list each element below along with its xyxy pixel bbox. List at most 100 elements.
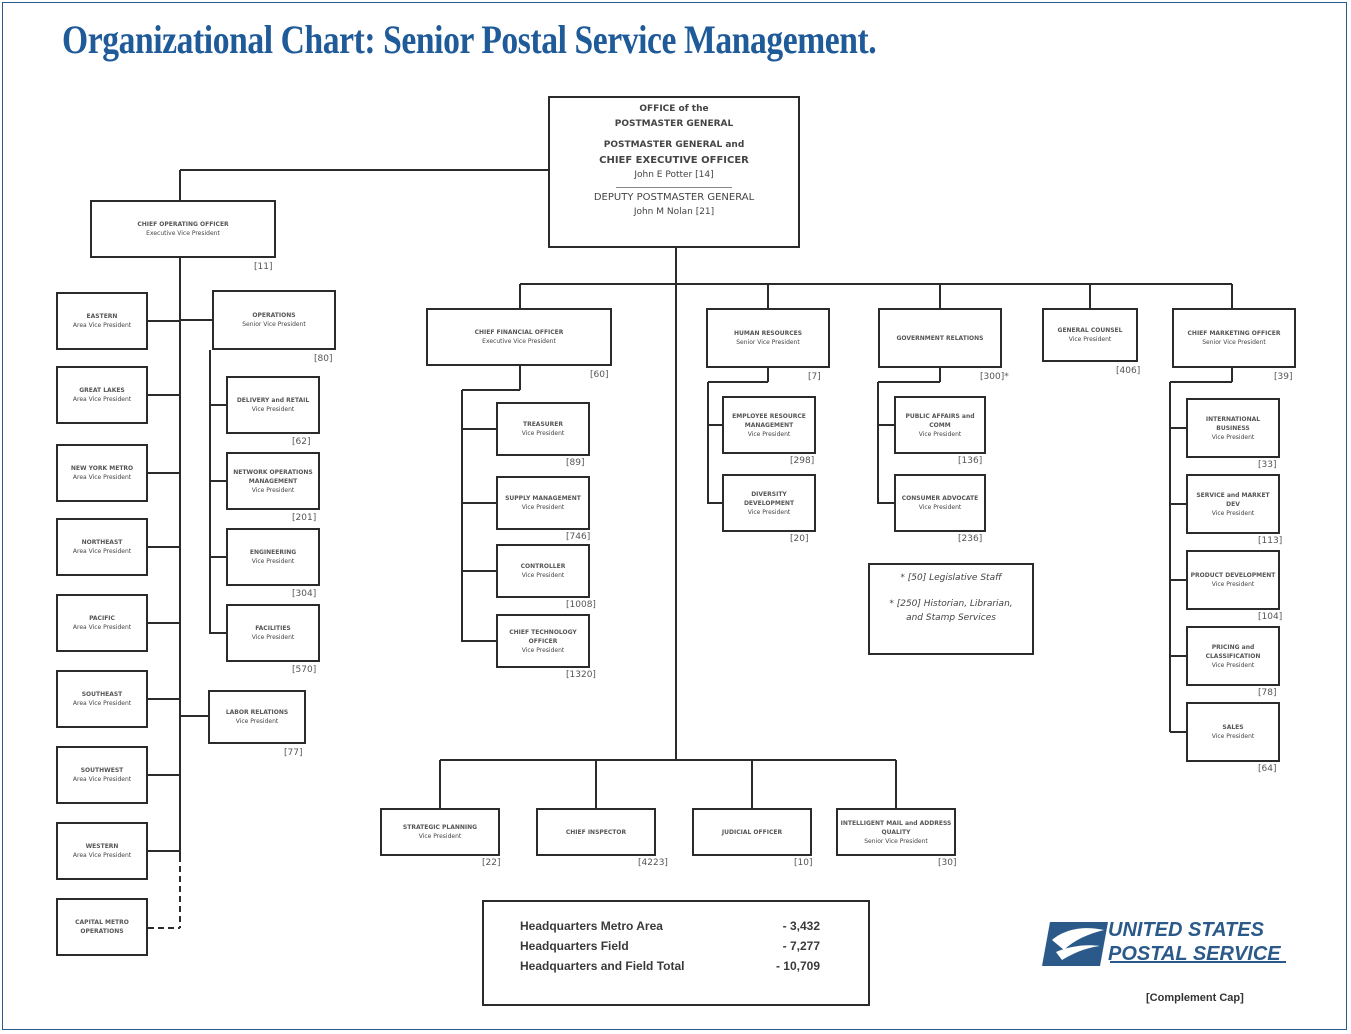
box-subtitle: Vice President: [918, 430, 962, 438]
coo-box: CHIEF OPERATING OFFICER Executive Vice Pr…: [90, 200, 276, 258]
pmg-line6: DEPUTY POSTMASTER GENERAL: [593, 192, 755, 203]
box-title: LABOR RELATIONS: [225, 709, 289, 716]
box-title: HUMAN RESOURCES: [733, 330, 803, 337]
box-title: CHIEF INSPECTOR: [565, 828, 627, 836]
pmg-line3: POSTMASTER GENERAL and: [603, 140, 745, 150]
pmg-line1: OFFICE of the: [639, 104, 709, 114]
counsel-count: [406]: [1116, 366, 1141, 376]
box-title: NEW YORK METRO: [70, 465, 134, 472]
box-subtitle: Vice President: [747, 508, 791, 516]
box-title: JUDICIAL OFFICER: [721, 828, 783, 836]
box-title: SOUTHEAST: [81, 691, 123, 698]
labor-count: [77]: [284, 748, 303, 758]
box-subtitle: Vice President: [1211, 581, 1255, 588]
note-line2: * [250] Historian, Librarian, and Stamp …: [889, 599, 1013, 623]
headcount-label: [113]: [1258, 536, 1283, 546]
box-title: PUBLIC AFFAIRS and COMM: [905, 412, 975, 429]
box-title: WESTERN: [85, 843, 119, 850]
totals-row: Headquarters and Field Total - 10,709: [520, 956, 868, 976]
box-subtitle: Vice President: [418, 833, 462, 840]
box-subtitle: Executive Vice President: [482, 338, 556, 345]
ops-count: [80]: [314, 354, 333, 364]
box-title: CONTROLLER: [520, 563, 566, 570]
area-box: NEW YORK METRO Area Vice President: [56, 444, 148, 502]
logo-line2: POSTAL SERVICE: [1108, 943, 1281, 965]
totals-label: Headquarters Metro Area: [520, 919, 663, 933]
headcount-label: [22]: [482, 858, 501, 868]
box-title: TREASURER: [523, 421, 563, 428]
cmo-count: [39]: [1274, 372, 1293, 382]
box-subtitle: Area Vice President: [72, 322, 132, 329]
box-subtitle: Area Vice President: [72, 548, 132, 555]
bottom-box: JUDICIAL OFFICER: [692, 808, 812, 856]
box-subtitle: Vice President: [1211, 509, 1255, 517]
headcount-label: [570]: [292, 665, 317, 675]
box-subtitle: Area Vice President: [72, 700, 132, 707]
box-subtitle: Vice President: [251, 634, 295, 641]
totals-value: - 3,432: [782, 919, 820, 933]
totals-label: Headquarters Field: [520, 939, 629, 953]
headcount-label: [104]: [1258, 612, 1283, 622]
box-title: GENERAL COUNSEL: [1057, 327, 1123, 334]
box-subtitle: Vice President: [251, 486, 295, 494]
totals-value: - 10,709: [775, 959, 820, 973]
box-title: OPERATIONS: [252, 312, 296, 319]
coo-count: [11]: [254, 262, 273, 272]
headcount-label: [136]: [958, 456, 983, 466]
box-subtitle: Vice President: [1211, 661, 1255, 669]
headcount-label: [30]: [938, 858, 957, 868]
box-title: ENGINEERING: [249, 549, 297, 556]
box-subtitle: Vice President: [1068, 336, 1112, 343]
box-title: EASTERN: [86, 313, 118, 320]
box-title: DIVERSITY DEVELOPMENT: [743, 490, 795, 507]
ops-box: OPERATIONS Senior Vice President: [212, 290, 336, 350]
pmg-line7: John M Nolan [21]: [633, 207, 715, 217]
box-subtitle: Senior Vice President: [242, 321, 306, 328]
box-title: CHIEF OPERATING OFFICER: [137, 221, 229, 228]
headcount-label: [201]: [292, 513, 317, 523]
box-title: DELIVERY and RETAIL: [236, 397, 310, 404]
box-subtitle: Executive Vice President: [146, 230, 220, 237]
box-subtitle: Vice President: [521, 646, 565, 654]
headcount-label: [20]: [790, 534, 809, 544]
box-subtitle: Area Vice President: [72, 474, 132, 481]
cfo-child-box: SUPPLY MANAGEMENT Vice President: [496, 476, 590, 530]
box-title: SUPPLY MANAGEMENT: [505, 495, 581, 502]
box-subtitle: Area Vice President: [72, 396, 132, 403]
box-title: FACILITIES: [255, 625, 291, 632]
pmg-box: OFFICE of the POSTMASTER GENERAL POSTMAS…: [548, 96, 800, 248]
box-subtitle: Senior Vice President: [736, 339, 800, 346]
box-title: NETWORK OPERATIONS MANAGEMENT: [233, 468, 313, 485]
area-box: WESTERN Area Vice President: [56, 822, 148, 880]
box-subtitle: Area Vice President: [72, 852, 132, 859]
box-subtitle: Vice President: [521, 572, 565, 579]
gov-count: [300]*: [980, 372, 1009, 382]
box-subtitle: Vice President: [521, 504, 565, 511]
headcount-label: [1008]: [566, 600, 596, 610]
box-title: SOUTHWEST: [80, 767, 124, 774]
cfo-count: [60]: [590, 370, 609, 380]
pmg-line4: CHIEF EXECUTIVE OFFICER: [599, 155, 749, 166]
box-subtitle: Vice President: [1211, 433, 1255, 441]
box-title: SALES: [1222, 724, 1244, 731]
box-title: INTERNATIONAL BUSINESS: [1205, 415, 1261, 432]
usps-eagle-logo-icon: [1042, 922, 1286, 966]
box-title: PRICING and CLASSIFICATION: [1205, 643, 1261, 660]
totals-label: Headquarters and Field Total: [520, 959, 685, 973]
note-line1: * [50] Legislative Staff: [900, 573, 1002, 583]
box-subtitle: Senior Vice President: [864, 837, 928, 845]
headcount-label: [62]: [292, 437, 311, 447]
